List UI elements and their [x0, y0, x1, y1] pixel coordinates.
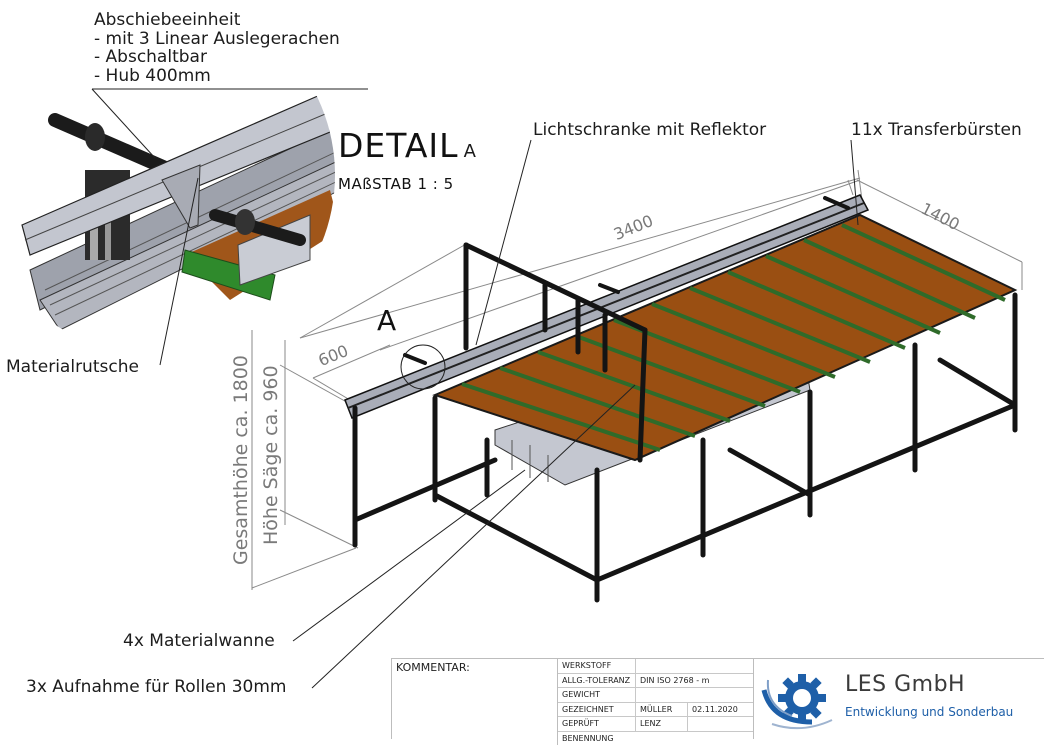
detail-a-view: [0, 80, 340, 330]
tb-row-tolerance: ALLG.-TOLERANZ DIN ISO 2768 - m: [558, 674, 754, 689]
dimension-saw-height: Höhe Säge ca. 960: [260, 365, 282, 545]
tb-value: [636, 659, 754, 673]
transfer-brushes-label: 11x Transferbürsten: [851, 121, 1022, 140]
tb-date: 02.11.2020: [688, 703, 754, 717]
tb-row-checked: GEPRÜFT LENZ: [558, 717, 754, 732]
detail-heading: DETAIL A: [338, 126, 476, 165]
tb-label: GEPRÜFT: [558, 717, 636, 731]
tb-label: WERKSTOFF: [558, 659, 636, 673]
tb-label: GEZEICHNET: [558, 703, 636, 717]
logo-subtitle: Entwicklung und Sonderbau: [845, 705, 1013, 719]
title-block-separator: [753, 659, 754, 739]
tb-value: DIN ISO 2768 - m: [636, 674, 754, 688]
detail-a-marker-label: A: [377, 304, 396, 337]
push-unit-callout: Abschiebeeinheit - mit 3 Linear Ausleger…: [94, 11, 340, 85]
detail-letter: A: [464, 141, 476, 162]
comment-label: KOMMENTAR:: [396, 661, 470, 674]
material-tray-label: 4x Materialwanne: [123, 632, 275, 651]
tb-row-drawn: GEZEICHNET MÜLLER 02.11.2020: [558, 703, 754, 718]
detail-scale: MAßSTAB 1 : 5: [338, 175, 454, 193]
material-chute-label: Materialrutsche: [6, 358, 139, 377]
title-block-grid: WERKSTOFF ALLG.-TOLERANZ DIN ISO 2768 - …: [557, 659, 754, 745]
push-unit-line-1: - mit 3 Linear Auslegerachen: [94, 30, 340, 49]
tb-value: LENZ: [636, 717, 688, 731]
light-barrier-label: Lichtschranke mit Reflektor: [533, 121, 766, 140]
tb-row-material: WERKSTOFF: [558, 659, 754, 674]
dimension-total-height: Gesamthöhe ca. 1800: [230, 355, 252, 565]
tb-row-weight: GEWICHT: [558, 688, 754, 703]
push-unit-title: Abschiebeeinheit: [94, 11, 340, 30]
tb-value: [636, 688, 754, 702]
tb-label: ALLG.-TOLERANZ: [558, 674, 636, 688]
tb-label: GEWICHT: [558, 688, 636, 702]
detail-title: DETAIL: [338, 126, 459, 165]
logo-company-name: LES GmbH: [845, 672, 965, 697]
tb-extra: [688, 717, 754, 731]
push-unit-line-3: - Hub 400mm: [94, 67, 340, 86]
push-unit-line-2: - Abschaltbar: [94, 48, 340, 67]
roller-mount-label: 3x Aufnahme für Rollen 30mm: [26, 678, 287, 697]
tb-value: MÜLLER: [636, 703, 688, 717]
